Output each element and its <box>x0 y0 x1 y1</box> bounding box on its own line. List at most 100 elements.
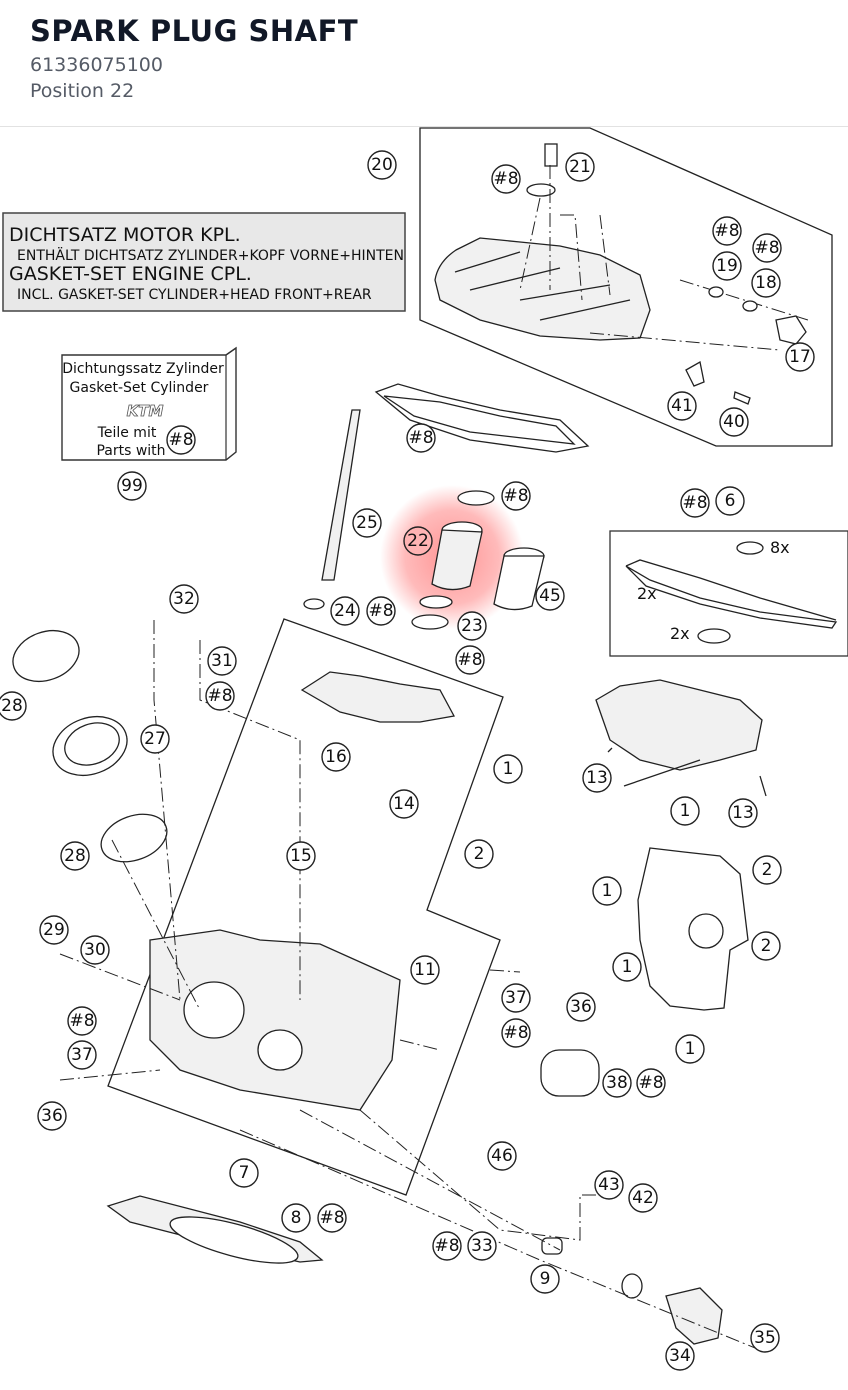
svg-text:15: 15 <box>290 846 312 866</box>
callout-2: 2 <box>752 855 782 885</box>
callout-2: 2 <box>464 839 494 869</box>
callout-30: 30 <box>80 935 110 965</box>
head-gasket-top <box>374 383 590 453</box>
svg-text:99: 99 <box>121 476 143 496</box>
svg-text:36: 36 <box>570 997 592 1017</box>
svg-text:8x: 8x <box>770 538 790 557</box>
svg-text:33: 33 <box>471 1236 493 1256</box>
spark-plug-shaft-rod <box>321 409 361 581</box>
callout-29: 29 <box>39 915 69 945</box>
svg-text:30: 30 <box>84 940 106 960</box>
svg-text:41: 41 <box>671 396 693 416</box>
callout-13: 13 <box>582 763 612 793</box>
callout-23: 23 <box>457 611 487 641</box>
callout-15: 15 <box>286 841 316 871</box>
svg-text:#8: #8 <box>457 650 482 670</box>
callout-tag: #8 <box>317 1203 347 1233</box>
callout-20: 20 <box>367 150 397 180</box>
svg-text:GASKET-SET ENGINE CPL.: GASKET-SET ENGINE CPL. <box>9 263 252 285</box>
svg-text:32: 32 <box>173 589 195 609</box>
valve-cover-gasket-inset: 8x 2x 2x <box>609 530 848 657</box>
svg-text:13: 13 <box>732 803 754 823</box>
svg-text:Teile mit: Teile mit <box>97 425 157 441</box>
callout-35: 35 <box>750 1323 780 1353</box>
svg-text:#8: #8 <box>168 430 193 450</box>
svg-text:1: 1 <box>503 759 514 779</box>
callout-14: 14 <box>389 789 419 819</box>
callout-tag: #8 <box>205 681 235 711</box>
svg-text:2x: 2x <box>670 624 690 643</box>
svg-text:8: 8 <box>291 1208 302 1228</box>
svg-text:#8: #8 <box>754 238 779 258</box>
callout-tag: #8 <box>406 423 436 453</box>
svg-text:7: 7 <box>239 1163 250 1183</box>
svg-text:19: 19 <box>716 256 738 276</box>
callout-1: 1 <box>493 754 523 784</box>
callout-tag: #8 <box>712 216 742 246</box>
svg-text:20: 20 <box>371 155 393 175</box>
svg-text:42: 42 <box>632 1188 654 1208</box>
callout-27: 27 <box>140 724 170 754</box>
callout-2: 2 <box>751 931 781 961</box>
part-number: 61336075100 <box>30 54 163 76</box>
svg-text:1: 1 <box>685 1039 696 1059</box>
svg-text:21: 21 <box>569 157 591 177</box>
svg-text:#8: #8 <box>493 169 518 189</box>
camshaft-carrier <box>595 679 763 771</box>
svg-text:17: 17 <box>789 347 811 367</box>
callout-28: 28 <box>60 841 90 871</box>
svg-text:#8: #8 <box>207 686 232 706</box>
svg-text:18: 18 <box>755 273 777 293</box>
callout-tag: #8 <box>636 1068 666 1098</box>
part-title: SPARK PLUG SHAFT <box>30 14 359 48</box>
callout-tag: #8 <box>366 596 396 626</box>
svg-text:27: 27 <box>144 729 166 749</box>
svg-text:22: 22 <box>407 531 429 551</box>
callout-45: 45 <box>535 581 565 611</box>
callout-43: 43 <box>594 1170 624 1200</box>
svg-text:6: 6 <box>725 491 736 511</box>
callout-6: 6 <box>715 486 745 516</box>
svg-text:43: 43 <box>598 1175 620 1195</box>
svg-text:38: 38 <box>606 1073 628 1093</box>
callout-40: 40 <box>719 407 749 437</box>
cylinder-head <box>149 929 401 1111</box>
svg-text:9: 9 <box>540 1269 551 1289</box>
callout-1: 1 <box>670 796 700 826</box>
callout-32: 32 <box>169 584 199 614</box>
callout-13: 13 <box>728 798 758 828</box>
svg-text:1: 1 <box>602 881 613 901</box>
svg-text:#8: #8 <box>408 428 433 448</box>
svg-text:34: 34 <box>669 1346 691 1366</box>
svg-text:36: 36 <box>41 1106 63 1126</box>
svg-text:#8: #8 <box>319 1208 344 1228</box>
svg-text:1: 1 <box>622 957 633 977</box>
callout-1: 1 <box>612 952 642 982</box>
svg-text:#8: #8 <box>714 221 739 241</box>
callout-1: 1 <box>675 1034 705 1064</box>
callout-17: 17 <box>785 342 815 372</box>
callout-46: 46 <box>487 1141 517 1171</box>
callout-7: 7 <box>229 1158 259 1188</box>
svg-text:#8: #8 <box>638 1073 663 1093</box>
svg-text:25: 25 <box>356 513 378 533</box>
valve-cover-group <box>419 127 833 447</box>
svg-text:INCL. GASKET-SET CYLINDER+HEAD: INCL. GASKET-SET CYLINDER+HEAD FRONT+REA… <box>17 287 372 303</box>
svg-text:2: 2 <box>761 936 772 956</box>
rocker-arm-holder <box>300 671 455 723</box>
page-header: SPARK PLUG SHAFT 61336075100 Position 22 <box>0 0 848 127</box>
svg-text:31: 31 <box>211 651 233 671</box>
svg-text:#8: #8 <box>368 601 393 621</box>
callout-18: 18 <box>751 268 781 298</box>
callout-tag: #8 <box>432 1231 462 1261</box>
svg-text:16: 16 <box>325 747 347 767</box>
callout-1: 1 <box>592 876 622 906</box>
gasket-set-box: DICHTSATZ MOTOR KPL. ENTHÄLT DICHTSATZ Z… <box>2 212 406 312</box>
svg-text:2: 2 <box>762 860 773 880</box>
callout-tag: #8 <box>491 164 521 194</box>
callout-41: 41 <box>667 391 697 421</box>
callout-25: 25 <box>352 508 382 538</box>
svg-text:1: 1 <box>680 801 691 821</box>
callout-19: 19 <box>712 251 742 281</box>
